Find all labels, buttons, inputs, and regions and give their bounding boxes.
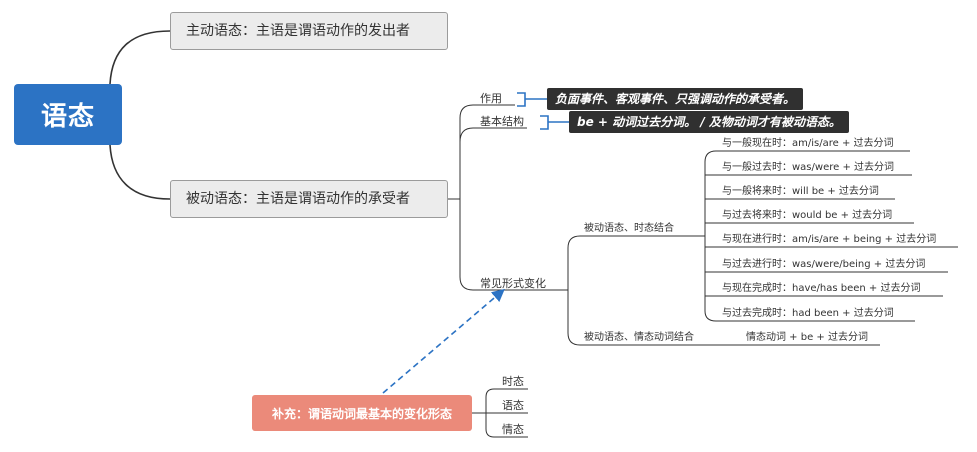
usage-branch[interactable]: 作用 (480, 92, 502, 105)
usage-callout[interactable]: 负面事件、客观事件、只强调动作的承受者。 (547, 88, 804, 110)
tense-leaf-past-perfect[interactable]: 与过去完成时：had been + 过去分词 (722, 308, 894, 319)
bracket-usage (517, 92, 547, 107)
bracket-structure (540, 115, 569, 130)
passive-voice-topic[interactable]: 被动语态：主语是谓语动作的承受者 (170, 180, 448, 218)
tense-leaf-present-perfect[interactable]: 与现在完成时：have/has been + 过去分词 (722, 283, 921, 294)
link-passive-usage (446, 104, 515, 200)
link-root-passive (109, 144, 171, 200)
link-forms-modal (567, 290, 740, 346)
modal-combo-leaf[interactable]: 情态动词 + be + 过去分词 (746, 332, 868, 343)
dashed-arrow (382, 288, 505, 394)
tense-leaf-simple-present[interactable]: 与一般现在时：am/is/are + 过去分词 (722, 138, 894, 149)
structure-branch[interactable]: 基本结构 (480, 115, 524, 128)
tense-leaf-present-progressive[interactable]: 与现在进行时：am/is/are + being + 过去分词 (722, 234, 937, 245)
supplement-item-voice[interactable]: 语态 (502, 399, 524, 412)
supplement-topic[interactable]: 补充：谓语动词最基本的变化形态 (252, 395, 472, 431)
tense-leaf-past-future[interactable]: 与过去将来时：would be + 过去分词 (722, 210, 893, 221)
link-tense-leaves (704, 150, 910, 236)
tense-leaf-simple-future[interactable]: 与一般将来时：will be + 过去分词 (722, 186, 879, 197)
link-supplement-items (472, 388, 528, 414)
tense-combo-branch[interactable]: 被动语态、时态结合 (584, 223, 674, 234)
link-forms-tense (564, 235, 705, 291)
active-voice-topic[interactable]: 主动语态：主语是谓语动作的发出者 (170, 12, 448, 50)
tense-leaf-simple-past[interactable]: 与一般过去时：was/were + 过去分词 (722, 162, 894, 173)
link-passive-forms (459, 199, 564, 291)
root-topic[interactable]: 语态 (14, 84, 122, 145)
supplement-item-mood[interactable]: 情态 (502, 423, 524, 436)
forms-branch[interactable]: 常见形式变化 (480, 277, 546, 290)
link-root-active (109, 30, 171, 85)
modal-combo-branch[interactable]: 被动语态、情态动词结合 (584, 332, 694, 343)
structure-callout[interactable]: be + 动词过去分词。 / 及物动词才有被动语态。 (569, 111, 849, 133)
supplement-item-tense[interactable]: 时态 (502, 375, 524, 388)
link-passive-structure (459, 127, 527, 199)
tense-leaf-past-progressive[interactable]: 与过去进行时：was/were/being + 过去分词 (722, 259, 926, 270)
